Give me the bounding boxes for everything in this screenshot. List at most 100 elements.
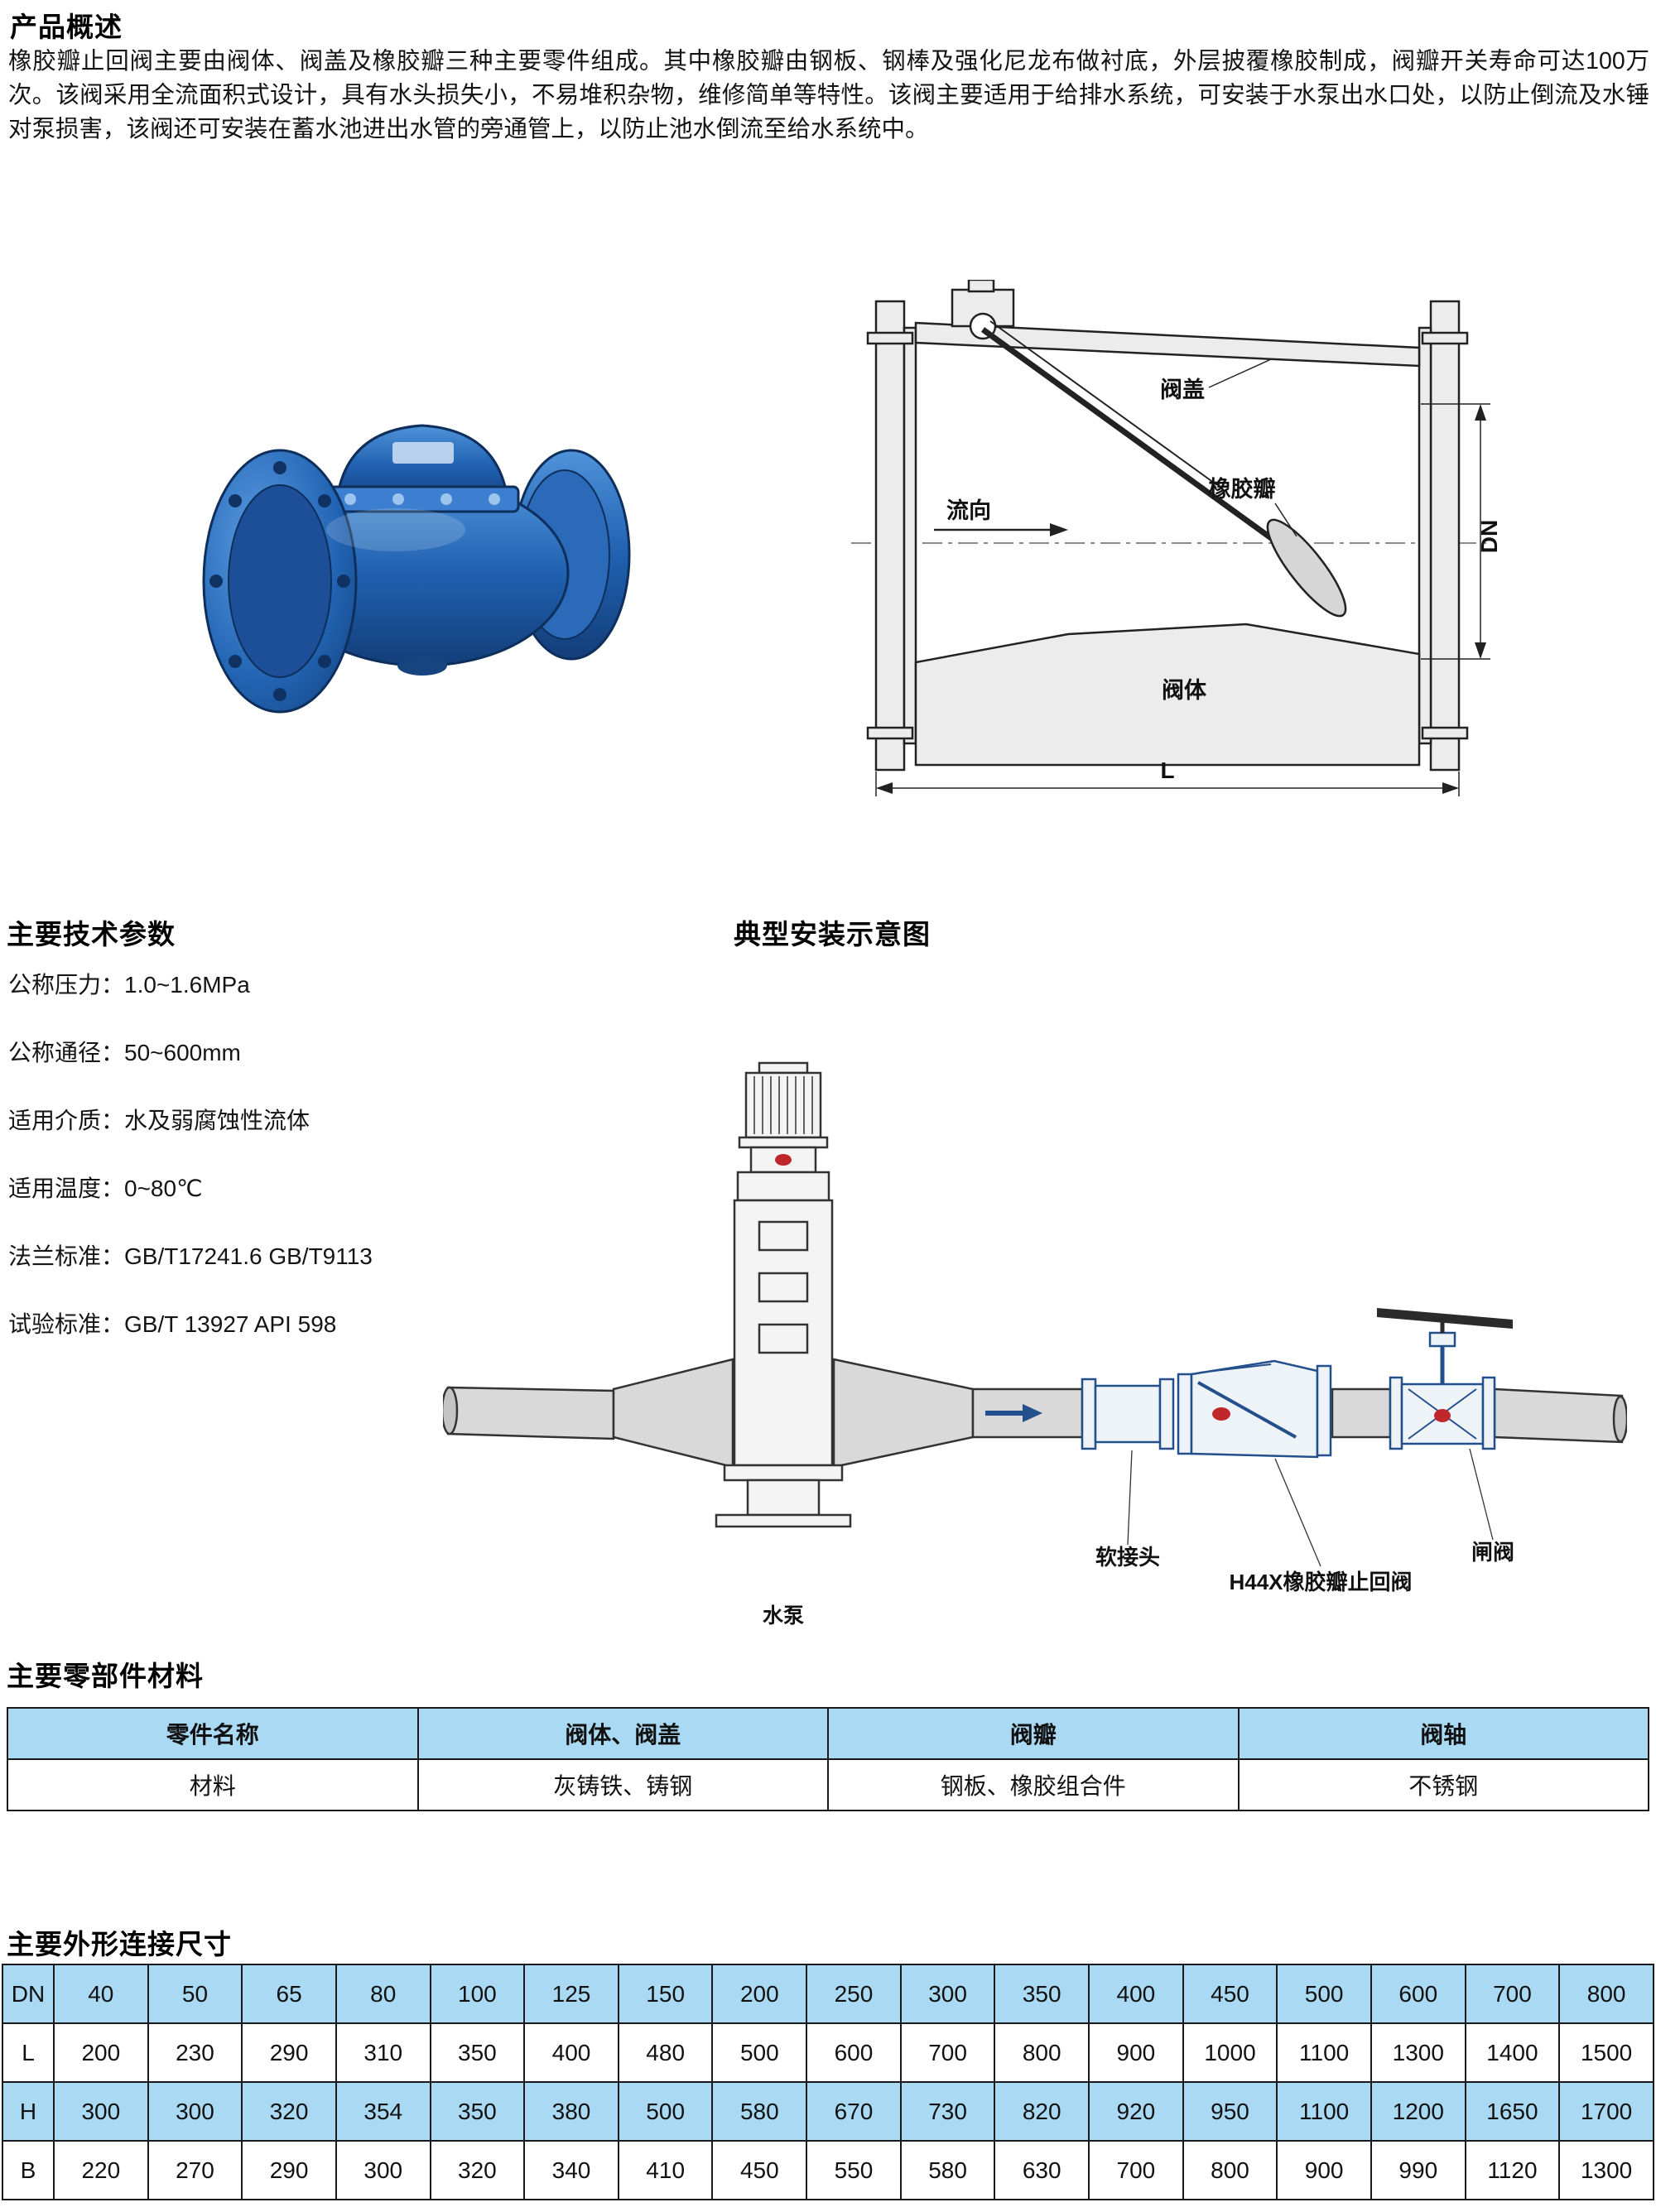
tech-params-list: 公称压力：1.0~1.6MPa 公称通径：50~600mm 适用介质：水及弱腐蚀… xyxy=(8,967,373,1339)
table-cell: 400 xyxy=(523,2022,619,2083)
table-cell: 900 xyxy=(1088,2022,1184,2083)
disc-leader-line xyxy=(1274,503,1297,537)
table-cell: 300 xyxy=(53,2081,149,2142)
materials-header-row: 零件名称阀体、阀盖阀瓣阀轴 xyxy=(7,1707,1649,1760)
table-cell: 300 xyxy=(147,2081,243,2142)
table-cell: 零件名称 xyxy=(7,1707,419,1760)
tech-param-item: 法兰标准：GB/T17241.6 GB/T9113 xyxy=(8,1243,373,1269)
dimension-row-label: L xyxy=(2,2022,55,2083)
table-cell: 阀瓣 xyxy=(827,1707,1240,1760)
table-cell: 800 xyxy=(994,2022,1090,2083)
table-cell: 40 xyxy=(53,1964,149,2024)
l-label: L xyxy=(1160,757,1174,783)
table-cell: 320 xyxy=(241,2081,337,2142)
valve-nameplate xyxy=(392,442,454,464)
installation-diagram: 水泵 软接头 H44X橡胶瓣止回阀 闸阀 xyxy=(443,1061,1627,1628)
valve-photo-bonnet xyxy=(325,424,520,513)
table-cell: 250 xyxy=(806,1964,902,2024)
materials-table: 零件名称阀体、阀盖阀瓣阀轴材料灰铸铁、铸钢钢板、橡胶组合件不锈钢 xyxy=(7,1707,1649,1811)
table-cell: 900 xyxy=(1276,2140,1372,2200)
table-cell: 80 xyxy=(335,1964,431,2024)
tech-params-heading: 主要技术参数 xyxy=(7,919,176,950)
valve-photo-left-flange xyxy=(202,449,358,714)
gate-valve-label: 闸阀 xyxy=(1471,1540,1514,1565)
table-cell: 1100 xyxy=(1276,2022,1372,2083)
table-cell: 350 xyxy=(429,2081,526,2142)
table-cell: 700 xyxy=(1088,2140,1184,2200)
table-cell: 580 xyxy=(899,2140,996,2200)
table-cell: 不锈钢 xyxy=(1237,1758,1649,1811)
table-cell: 270 xyxy=(147,2140,243,2200)
check-valve-label: H44X橡胶瓣止回阀 xyxy=(1229,1570,1412,1594)
tech-param-item: 公称压力：1.0~1.6MPa xyxy=(8,972,250,998)
table-cell: 1300 xyxy=(1370,2022,1466,2083)
flow-arrow xyxy=(985,1404,1042,1422)
table-cell: 600 xyxy=(806,2022,902,2083)
table-cell: 600 xyxy=(1370,1964,1466,2024)
table-cell: 354 xyxy=(335,2081,431,2142)
table-cell: 300 xyxy=(899,1964,996,2024)
table-cell: 700 xyxy=(899,2022,996,2083)
table-cell: 100 xyxy=(429,1964,526,2024)
motor-fins xyxy=(753,1076,813,1134)
table-cell: 500 xyxy=(1276,1964,1372,2024)
table-cell: 50 xyxy=(147,1964,243,2024)
table-cell: 730 xyxy=(899,2081,996,2142)
installation-heading: 典型安装示意图 xyxy=(734,919,931,950)
bonnet-label: 阀盖 xyxy=(1160,377,1205,402)
gate-valve-leader xyxy=(1469,1448,1494,1541)
materials-table-body: 零件名称阀体、阀盖阀瓣阀轴材料灰铸铁、铸钢钢板、橡胶组合件不锈钢 xyxy=(7,1707,1649,1811)
table-cell: 230 xyxy=(147,2022,243,2083)
rubber-disc-label: 橡胶瓣 xyxy=(1209,476,1276,502)
table-cell: 350 xyxy=(429,2022,526,2083)
table-cell: 290 xyxy=(241,2022,337,2083)
table-cell: 200 xyxy=(711,1964,808,2024)
section-diagram: 阀盖 流向 橡胶瓣 阀体 DN L xyxy=(851,280,1502,796)
table-cell: 950 xyxy=(1182,2081,1278,2142)
table-cell: 220 xyxy=(53,2140,149,2200)
l-dimension xyxy=(875,772,1460,796)
table-cell: 990 xyxy=(1370,2140,1466,2200)
gate-valve-lever xyxy=(1377,1308,1513,1329)
highlight xyxy=(326,508,465,551)
table-cell: 410 xyxy=(617,2140,714,2200)
table-cell: 钢板、橡胶组合件 xyxy=(827,1758,1240,1811)
table-cell: 800 xyxy=(1182,2140,1278,2200)
materials-heading: 主要零部件材料 xyxy=(7,1661,204,1691)
table-cell: 150 xyxy=(617,1964,714,2024)
table-cell: 290 xyxy=(241,2140,337,2200)
table-cell: 1120 xyxy=(1464,2140,1561,2200)
table-cell: 320 xyxy=(429,2140,526,2200)
overview-heading: 产品概述 xyxy=(10,12,123,42)
red-marker-check-valve xyxy=(1212,1407,1230,1421)
dn-dimension xyxy=(1421,403,1490,660)
table-cell: 580 xyxy=(711,2081,808,2142)
overview-paragraph: 橡胶瓣止回阀主要由阀体、阀盖及橡胶瓣三种主要零件组成。其中橡胶瓣由钢板、钢棒及强… xyxy=(8,48,1649,142)
tech-param-item: 公称通径：50~600mm xyxy=(8,1040,241,1065)
flexible-joint-leader xyxy=(1127,1450,1133,1546)
gate-valve xyxy=(1377,1308,1513,1450)
table-cell: 阀轴 xyxy=(1237,1707,1649,1760)
table-cell: 350 xyxy=(994,1964,1090,2024)
tech-param-item: 试验标准：GB/T 13927 API 598 xyxy=(8,1311,337,1337)
bonnet-leader-line xyxy=(1208,358,1272,388)
table-cell: 65 xyxy=(241,1964,337,2024)
flexible-joint xyxy=(1081,1378,1175,1450)
vertical-pump xyxy=(715,1061,852,1528)
dimension-row-label: H xyxy=(2,2081,55,2142)
table-cell: 1500 xyxy=(1558,2022,1654,2083)
table-cell: 700 xyxy=(1464,1964,1561,2024)
table-cell: 1200 xyxy=(1370,2081,1466,2142)
table-cell: 阀体、阀盖 xyxy=(416,1707,829,1760)
table-cell: 125 xyxy=(523,1964,619,2024)
table-cell: 340 xyxy=(523,2140,619,2200)
materials-data-row: 材料灰铸铁、铸钢钢板、橡胶组合件不锈钢 xyxy=(7,1758,1649,1811)
pipework xyxy=(443,1358,1627,1469)
dimensions-heading: 主要外形连接尺寸 xyxy=(7,1929,232,1960)
table-cell: 550 xyxy=(806,2140,902,2200)
